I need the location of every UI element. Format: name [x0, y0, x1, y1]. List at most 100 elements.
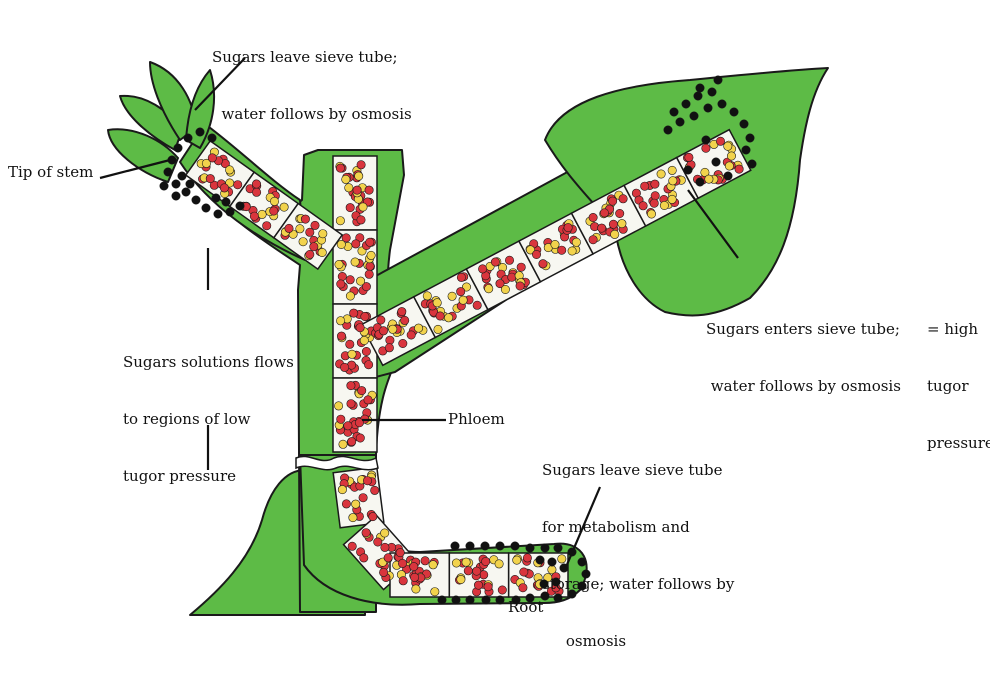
sugar-red-dot [206, 174, 214, 182]
sugar-red-dot [377, 316, 385, 324]
companion-dot [682, 100, 690, 108]
companion-dot [724, 172, 732, 180]
sugar-red-dot [285, 224, 293, 232]
sugar-yellow-dot [381, 529, 389, 537]
sugar-red-dot [353, 186, 361, 194]
sugar-red-dot [639, 202, 647, 210]
sugar-yellow-dot [345, 184, 353, 192]
sugar-red-dot [505, 256, 513, 264]
sugar-yellow-dot [319, 230, 327, 238]
sugar-red-dot [473, 301, 481, 309]
sugar-red-dot [366, 262, 374, 270]
label-solution-flow-line3: tugor pressure [123, 467, 294, 486]
sugar-red-dot [398, 559, 406, 567]
sugar-red-dot [356, 324, 364, 332]
sugar-red-dot [365, 186, 373, 194]
sugar-yellow-dot [429, 561, 437, 569]
companion-dot [466, 596, 474, 604]
sugar-red-dot [360, 554, 368, 562]
sugar-red-dot [386, 336, 394, 344]
sugar-red-dot [361, 312, 369, 320]
sugar-red-dot [407, 331, 415, 339]
companion-dot [676, 118, 684, 126]
companion-dot [742, 146, 750, 154]
label-solution-flow: Sugars solutions flows to regions of low… [123, 315, 294, 524]
companion-dot [690, 112, 698, 120]
sugar-red-dot [598, 224, 606, 232]
sugar-red-dot [346, 203, 354, 211]
companion-dot [226, 208, 234, 216]
sugar-red-dot [336, 164, 344, 172]
sugar-yellow-dot [336, 317, 344, 325]
companion-dot [511, 542, 519, 550]
sugar-yellow-dot [346, 292, 354, 300]
companion-dot [694, 92, 702, 100]
sugar-yellow-dot [349, 513, 357, 521]
sugar-red-dot [436, 312, 444, 320]
sugar-yellow-dot [727, 152, 735, 160]
companion-dot [212, 194, 220, 202]
companion-dot [496, 596, 504, 604]
sugar-red-dot [364, 361, 372, 369]
label-root-unload-line4: osmosis [542, 632, 734, 651]
label-root: Root [508, 598, 543, 617]
sugar-yellow-dot [351, 258, 359, 266]
sugar-red-dot [250, 212, 258, 220]
sugar-red-dot [352, 240, 360, 248]
label-top-leave-line2: water follows by osmosis [212, 105, 412, 124]
companion-dot [684, 166, 692, 174]
companion-dot [714, 76, 722, 84]
sugar-yellow-dot [660, 201, 668, 209]
companion-dot [718, 100, 726, 108]
sugar-red-dot [410, 573, 418, 581]
sugar-red-dot [252, 180, 260, 188]
sugar-red-dot [263, 222, 271, 230]
label-top-leave-line1: Sugars leave sieve tube; [212, 48, 412, 67]
sugar-yellow-dot [448, 292, 456, 300]
label-solution-flow-line1: Sugars solutions flows [123, 353, 294, 372]
label-top-leave: Sugars leave sieve tube; water follows b… [212, 10, 412, 162]
companion-dot [746, 134, 754, 142]
sugar-red-dot [365, 270, 373, 278]
sugar-red-dot [371, 486, 379, 494]
sugar-yellow-dot [225, 166, 233, 174]
sugar-red-dot [508, 273, 516, 281]
sugar-red-dot [385, 344, 393, 352]
sugar-red-dot [379, 327, 387, 335]
sugar-yellow-dot [431, 588, 439, 596]
sugar-yellow-dot [724, 142, 732, 150]
sugar-red-dot [301, 215, 309, 223]
label-phloem: Phloem [448, 410, 505, 429]
sugar-yellow-dot [355, 172, 363, 180]
sugar-yellow-dot [423, 292, 431, 300]
sugar-yellow-dot [360, 336, 368, 344]
sugar-yellow-dot [359, 203, 367, 211]
companion-dot [452, 596, 460, 604]
sugar-yellow-dot [462, 558, 470, 566]
sugar-red-dot [457, 273, 465, 281]
sugar-yellow-dot [337, 240, 345, 248]
sugar-red-dot [270, 207, 278, 215]
companion-dot [526, 544, 534, 552]
sugar-red-dot [517, 263, 525, 271]
sugar-red-dot [401, 316, 409, 324]
sugar-yellow-dot [513, 556, 521, 564]
sugar-red-dot [523, 554, 531, 562]
sugar-red-dot [350, 309, 358, 317]
sugar-yellow-dot [668, 166, 676, 174]
companion-dot [702, 136, 710, 144]
sugar-red-dot [306, 228, 314, 236]
sugar-yellow-dot [412, 585, 420, 593]
companion-dot [466, 542, 474, 550]
sugar-yellow-dot [669, 177, 677, 185]
companion-dot [202, 204, 210, 212]
companion-dot [670, 108, 678, 116]
sugar-red-dot [364, 396, 372, 404]
sugar-yellow-dot [389, 325, 397, 333]
label-sugars-enter-line2: water follows by osmosis [706, 377, 901, 396]
label-sugars-enter-line1: Sugars enters sieve tube; [706, 320, 901, 339]
sugar-yellow-dot [618, 219, 626, 227]
sugar-red-dot [616, 209, 624, 217]
sugar-red-dot [516, 282, 524, 290]
companion-dot [182, 188, 190, 196]
